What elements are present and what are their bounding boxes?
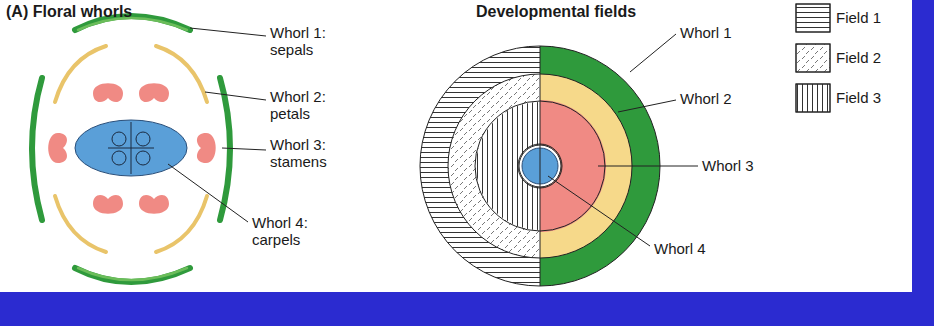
legend-label: Field 3 <box>836 89 881 106</box>
panel-title: (A) Floral whorls <box>6 3 132 21</box>
whorl-label: Whorl 2: petals <box>270 88 336 123</box>
whorl-label: Whorl 4: carpels <box>252 214 318 249</box>
whorl-label: Whorl 1: sepals <box>270 24 336 59</box>
whorl-label: Whorl 2 <box>680 90 732 107</box>
whorl-label: Whorl 3 <box>702 157 754 174</box>
whorl-label: Whorl 1 <box>680 24 732 41</box>
legend-label: Field 1 <box>836 9 881 26</box>
whorl-label: Whorl 3: stamens <box>270 136 336 171</box>
whorl-label: Whorl 4 <box>654 240 706 257</box>
panel-title: Developmental fields <box>476 3 636 21</box>
legend-label: Field 2 <box>836 49 881 66</box>
